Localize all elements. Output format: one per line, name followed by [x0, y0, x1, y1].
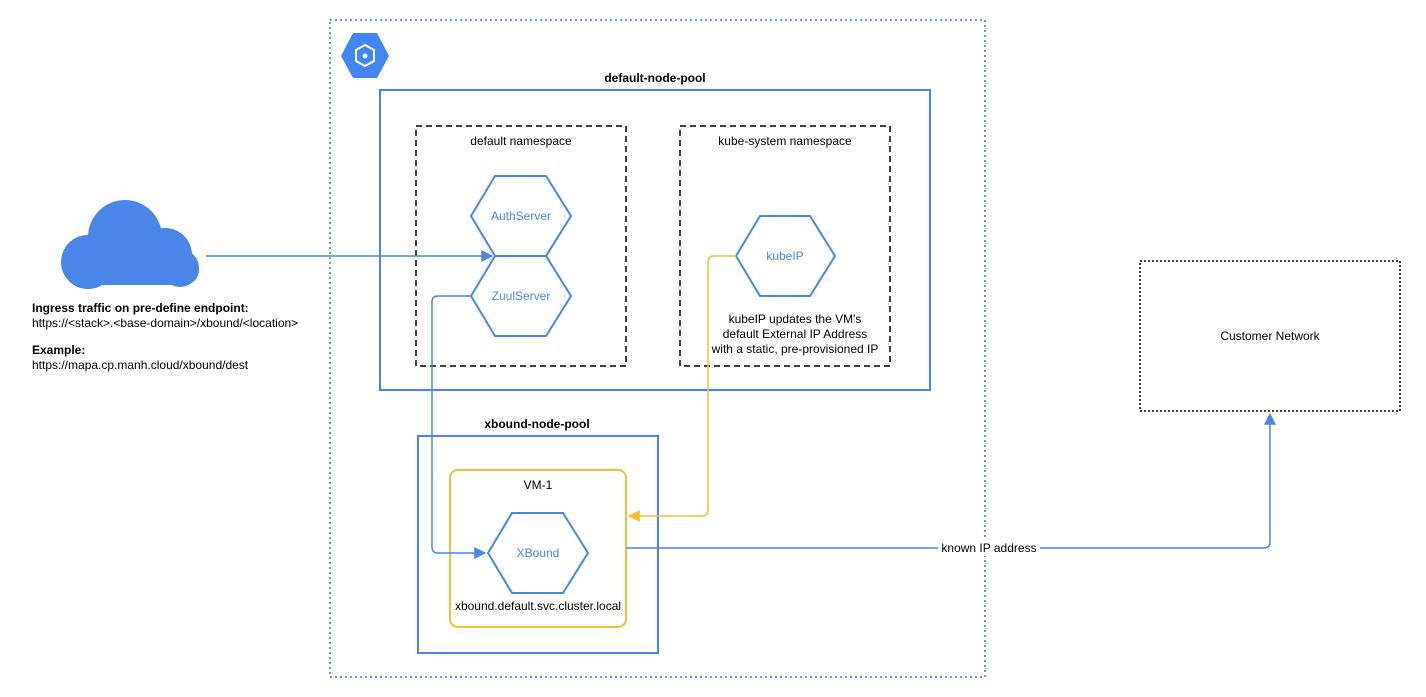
ingress-example-url: https://mapa.cp.manh.cloud/xbound/dest	[32, 358, 249, 372]
kubeip-note-line1: kubeIP updates the VM's	[729, 312, 862, 326]
kubeip-node[interactable]: kubeIP	[734, 215, 837, 297]
zuul-to-xbound-edge	[431, 295, 487, 559]
zuul-server-label: ZuulServer	[492, 289, 551, 303]
vm-1-title: VM-1	[524, 478, 553, 492]
kubeip-note-line3: with a static, pre-provisioned IP	[711, 342, 879, 356]
cloud-icon	[61, 200, 199, 289]
xbound-pool-title: xbound-node-pool	[484, 417, 589, 431]
xbound-dns-label: xbound.default.svc.cluster.local	[455, 599, 621, 613]
kube-system-namespace	[679, 125, 891, 367]
zuul-server-node[interactable]: ZuulServer	[469, 255, 573, 337]
default-node-pool	[379, 89, 931, 391]
ingress-heading: Ingress traffic on pre-define endpoint:	[32, 301, 249, 315]
known-ip-edge-label: known IP address	[941, 541, 1036, 555]
ingress-example-heading: Example:	[32, 343, 85, 357]
xbound-node[interactable]: XBound	[486, 512, 590, 594]
kubeip-to-vm-edge	[627, 255, 736, 522]
customer-network-box	[1139, 260, 1401, 412]
kubeip-label: kubeIP	[766, 249, 803, 263]
known-ip-edge	[626, 412, 1276, 549]
customer-network-label: Customer Network	[1220, 329, 1320, 343]
kube-system-namespace-title: kube-system namespace	[718, 134, 852, 148]
default-pool-title: default-node-pool	[604, 71, 705, 85]
auth-server-label: AuthServer	[491, 209, 551, 223]
auth-server-node[interactable]: AuthServer	[469, 175, 573, 257]
kubeip-note-line2: default External IP Address	[723, 327, 868, 341]
default-namespace	[415, 125, 627, 367]
edge-label-background	[938, 540, 1040, 556]
xbound-node-pool	[417, 435, 659, 654]
ingress-endpoint: https://<stack>.<base-domain>/xbound/<lo…	[32, 316, 298, 330]
xbound-label: XBound	[517, 546, 560, 560]
default-namespace-title: default namespace	[470, 134, 572, 148]
kubernetes-engine-icon	[341, 33, 389, 78]
gke-cluster-boundary	[329, 19, 986, 678]
